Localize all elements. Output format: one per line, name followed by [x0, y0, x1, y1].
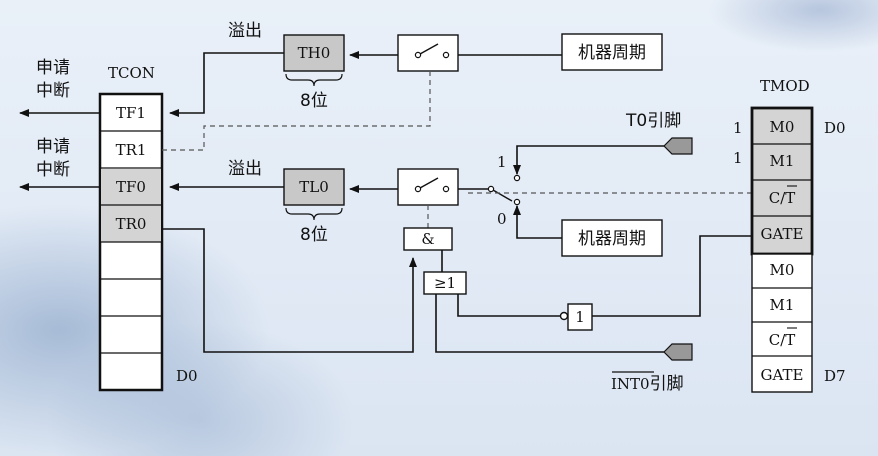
int0-pin-name: INT0 — [611, 375, 650, 393]
th0-brace — [285, 73, 343, 87]
switch-box-bottom — [397, 168, 459, 206]
int0-pin-suffix: 引脚 — [650, 374, 684, 394]
tl0-brace — [285, 207, 343, 221]
tmod-title: TMOD — [760, 77, 810, 95]
switch-pos-0: 0 — [497, 210, 507, 228]
m0-value: 1 — [733, 119, 743, 137]
tmod-cell-m1-upper: M1 — [770, 152, 795, 170]
th0-label: TH0 — [298, 44, 331, 62]
machine-cycle-bottom-line — [513, 205, 562, 239]
tmod-cell-m1-lower: M1 — [770, 296, 795, 314]
tl0-bits-label: 8位 — [300, 225, 328, 245]
interrupt-request-label-top-1: 申请 — [36, 58, 70, 78]
or-gate-label: ≥1 — [434, 274, 456, 292]
tcon-title: TCON — [108, 64, 155, 82]
tmod-register: M0 M1 C/T GATE M0 M1 C/T GATE — [750, 106, 814, 393]
m1-value: 1 — [733, 149, 743, 167]
tmod-d0-label: D0 — [824, 119, 846, 137]
overflow-label-top: 溢出 — [228, 21, 262, 41]
selector-switch — [492, 189, 513, 202]
and-gate — [403, 227, 453, 251]
tmod-cell-m0-lower: M0 — [770, 261, 795, 279]
tl0-register — [283, 168, 345, 206]
machine-cycle-box-top — [561, 33, 663, 71]
not-gate — [567, 303, 593, 331]
and-gate-label: & — [421, 230, 434, 248]
tcon-d0-label: D0 — [176, 367, 198, 385]
tcon-cell-tf0: TF0 — [116, 178, 146, 196]
tcon-cell-tr1: TR1 — [116, 141, 147, 159]
th0-register — [283, 34, 345, 72]
not-to-or-line — [457, 294, 562, 317]
tcon-register: TF1 TR1 TF0 TR0 — [98, 92, 164, 392]
t0-pin-label: T0引脚 — [625, 111, 681, 131]
machine-cycle-label-top: 机器周期 — [578, 43, 646, 63]
t0-pin-icon — [663, 137, 693, 155]
tmod-cell-m0-upper: M0 — [770, 118, 795, 136]
switch-pos-1: 1 — [497, 153, 507, 171]
tcon-cell-tf1: TF1 — [116, 104, 146, 122]
gate-to-not-line — [592, 235, 752, 317]
tr0-to-and-line — [162, 228, 417, 353]
int0-to-or-line — [435, 294, 664, 353]
tmod-cell-ct-upper: C/T — [769, 189, 796, 207]
interrupt-request-label-top-2: 中断 — [36, 81, 70, 101]
or-gate — [423, 271, 467, 295]
tmod-cell-ct-lower: C/T — [769, 331, 796, 349]
th0-overflow-line — [169, 52, 284, 117]
overflow-label-bottom: 溢出 — [228, 159, 262, 179]
th0-bits-label: 8位 — [300, 91, 328, 111]
int0-pin-icon — [663, 343, 693, 361]
machine-cycle-box-bottom — [561, 219, 663, 257]
interrupt-request-label-bottom-2: 中断 — [36, 160, 70, 180]
interrupt-request-label-bottom-1: 申请 — [36, 137, 70, 157]
tmod-cell-gate-lower: GATE — [761, 366, 804, 384]
tmod-cell-gate-upper: GATE — [761, 225, 804, 243]
not-gate-label: 1 — [575, 308, 585, 326]
int0-pin-label: INT0引脚 — [611, 374, 684, 394]
t0-pin-line — [513, 145, 664, 175]
tl0-label: TL0 — [299, 178, 329, 196]
tmod-d7-label: D7 — [824, 367, 846, 385]
tcon-cell-tr0: TR0 — [116, 215, 147, 233]
switch-box-top — [397, 34, 459, 72]
tr1-control-dashed — [162, 68, 431, 151]
machine-cycle-label-bottom: 机器周期 — [578, 229, 646, 249]
